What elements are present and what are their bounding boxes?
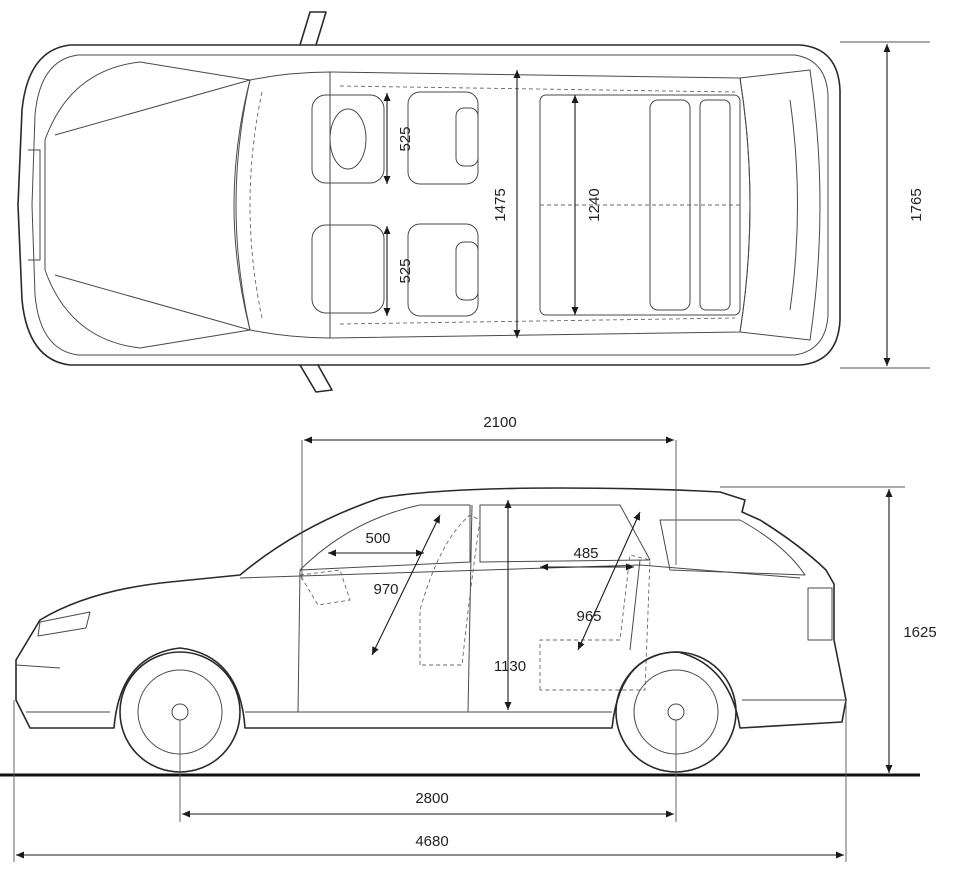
front-seat-lower: [311, 223, 479, 317]
side-body-outline: [15, 487, 847, 729]
label-front-seat-upper: 525: [397, 126, 414, 151]
dim-front-seat-lower: 525: [383, 226, 414, 316]
label-rear-seat-width: 1240: [586, 188, 603, 221]
top-view-body-outline: [17, 44, 841, 366]
rear-window: [739, 69, 821, 341]
hood-crease-upper: [54, 79, 251, 136]
rear-door-window: [479, 504, 651, 563]
top-view-inner-outline: [31, 54, 829, 356]
dim-front-seat-upper: 525: [383, 93, 414, 184]
front-grille: [28, 149, 41, 261]
dim-interior-height: 1130: [494, 500, 526, 710]
rear-door-seam: [629, 559, 641, 651]
windshield-inner: [249, 91, 263, 319]
mirror-upper: [299, 11, 327, 46]
tail-light: [807, 587, 833, 641]
b-pillar: [467, 504, 473, 713]
rear-seat-bench: [539, 94, 741, 316]
label-wheelbase: 2800: [415, 790, 448, 807]
label-overall-length: 4680: [415, 833, 448, 850]
label-rear-headroom: 965: [576, 608, 601, 625]
label-interior-height: 1130: [494, 658, 526, 675]
headlight: [37, 611, 91, 637]
label-front-headroom: 970: [373, 581, 398, 598]
rear-seat-side: [539, 554, 651, 691]
top-view: 525 525 1475 1240 1765: [17, 11, 930, 393]
rear-quarter-window: [659, 519, 806, 576]
dim-interior-width: 1475: [492, 70, 521, 338]
dim-interior-length: 2100: [301, 414, 677, 580]
front-bumper: [15, 664, 110, 713]
roof-rail-lower: [339, 317, 736, 325]
dim-rear-headroom: 965: [576, 511, 641, 651]
roof-rail-upper: [339, 85, 736, 93]
label-interior-length: 2100: [483, 414, 516, 431]
dim-front-legroom: 500: [328, 530, 424, 557]
front-seat-upper: [311, 91, 479, 185]
windshield: [235, 71, 331, 339]
front-door-seam: [297, 569, 301, 713]
dim-overall-length: 4680: [13, 700, 847, 862]
dim-overall-width: 1765: [840, 41, 930, 369]
mirror-lower: [299, 364, 333, 393]
dim-rear-seat-width: 1240: [571, 95, 603, 315]
label-front-seat-lower: 525: [397, 258, 414, 283]
label-interior-width: 1475: [492, 188, 509, 221]
hood-crease-lower: [54, 274, 251, 331]
dim-front-headroom: 970: [371, 514, 441, 656]
label-overall-width: 1765: [908, 188, 925, 221]
dim-wheelbase: 2800: [179, 720, 677, 822]
label-front-legroom: 500: [365, 530, 390, 547]
label-overall-height: 1625: [903, 624, 936, 641]
dim-overall-height: 1625: [720, 486, 937, 773]
hood-outline: [44, 61, 251, 349]
steering-wheel: [299, 569, 351, 606]
label-rear-legroom: 485: [573, 545, 598, 562]
rear-hatch: [789, 99, 798, 311]
side-view: 2100 1625 500 970 1130 485: [0, 414, 937, 862]
front-window: [299, 504, 471, 571]
